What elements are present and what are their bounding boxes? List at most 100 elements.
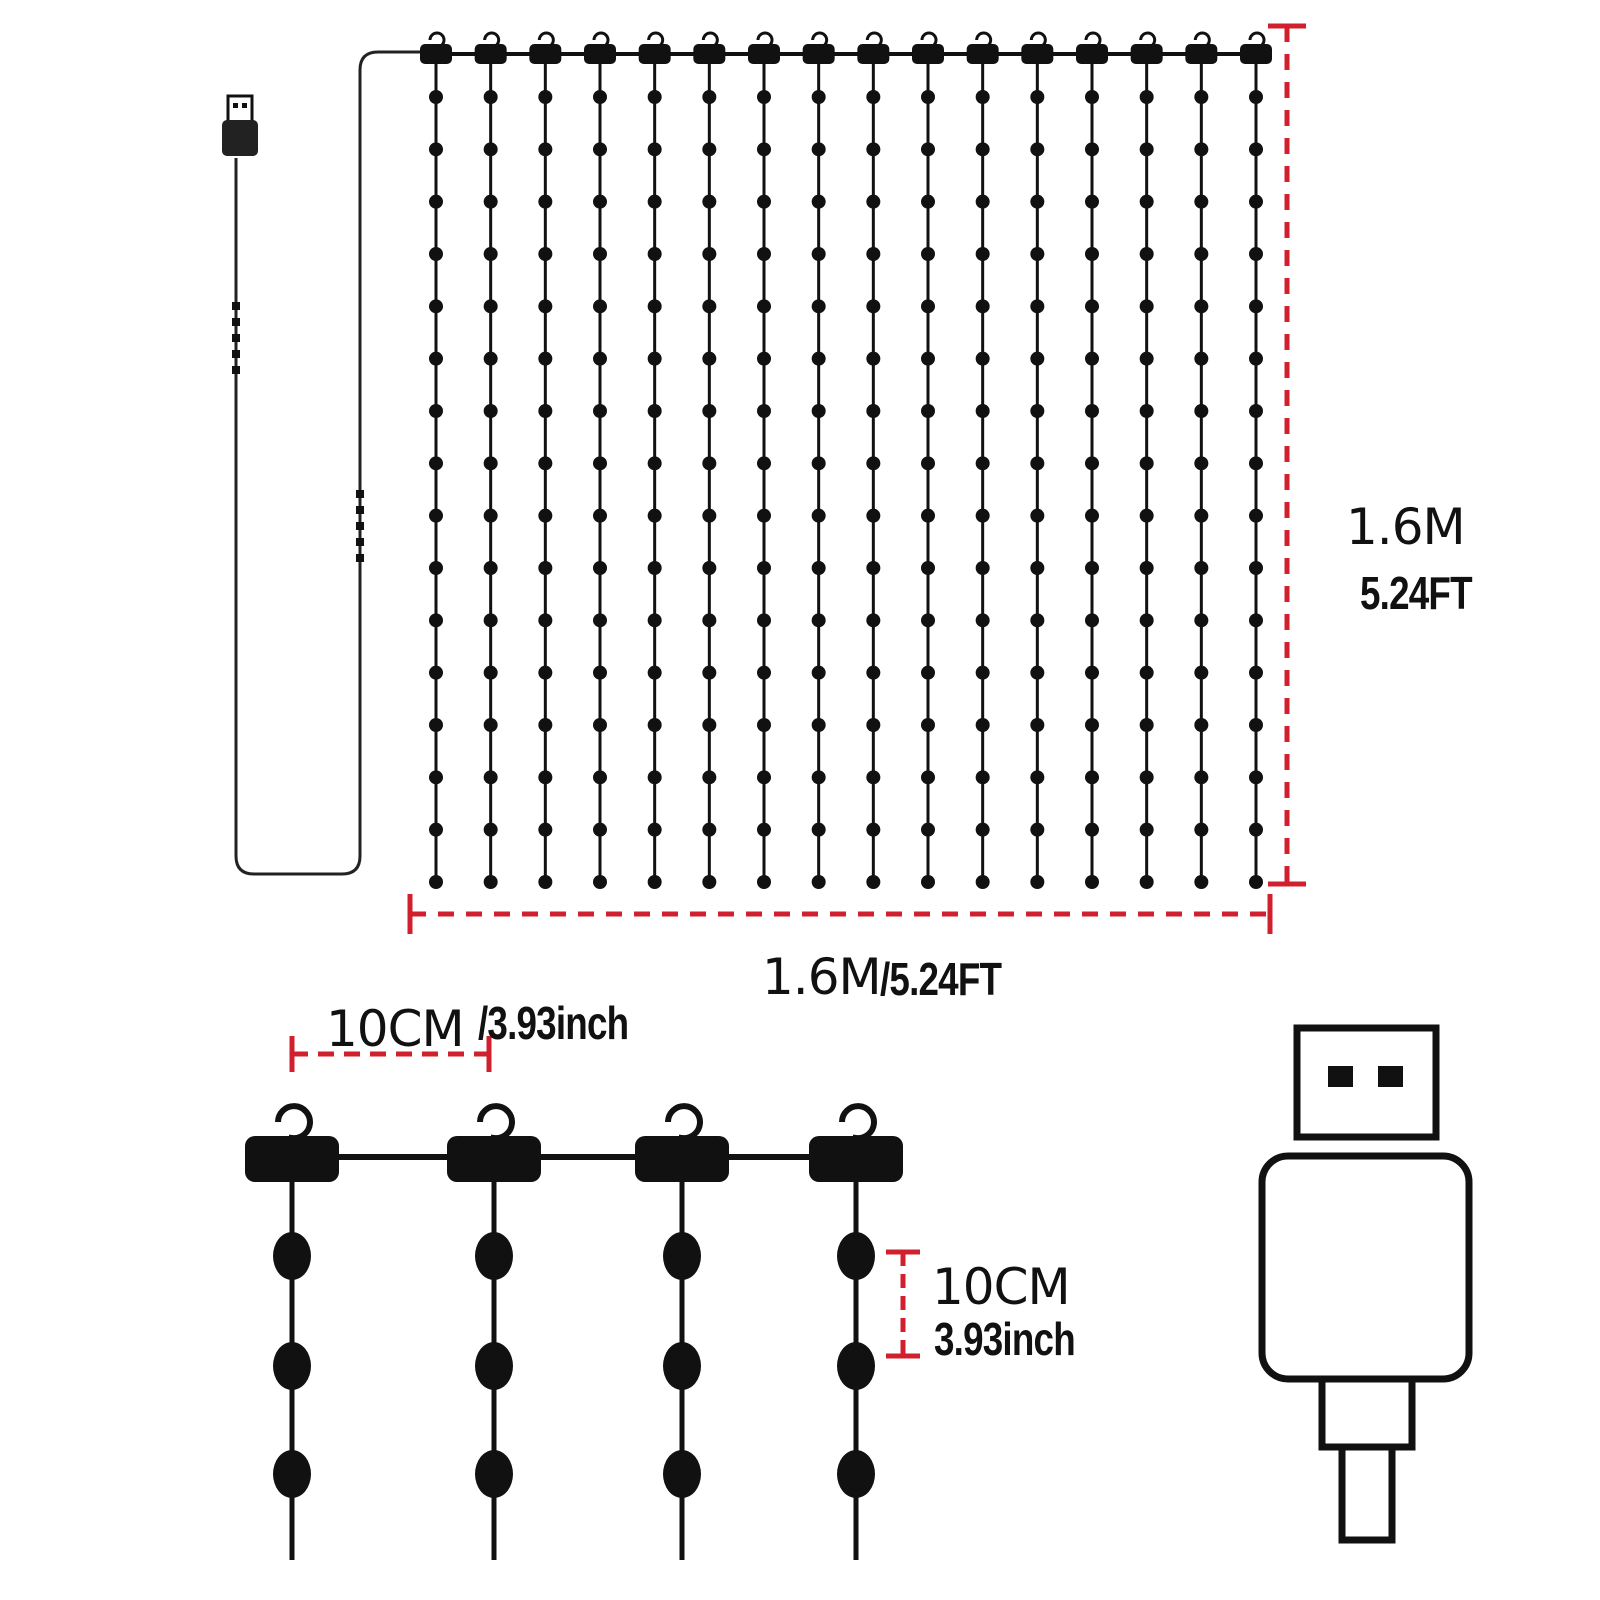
led-bead (811, 875, 826, 889)
led-bead (483, 351, 498, 366)
led-bead (1030, 770, 1045, 785)
led-bead (593, 299, 607, 314)
led-bead (1030, 508, 1045, 523)
light-strand (748, 31, 780, 889)
led-bead (975, 299, 990, 314)
led-bead (647, 247, 662, 261)
led-bead (538, 822, 553, 837)
led-bead (1085, 822, 1099, 837)
light-strand (474, 31, 507, 889)
led-bead (1139, 875, 1154, 889)
led-bead (811, 508, 826, 523)
width-label-feet: /5.24FT (880, 953, 1002, 1005)
led-bead (702, 456, 717, 471)
led-bead (593, 194, 607, 209)
led-bead (921, 351, 935, 366)
led-bead (702, 299, 717, 314)
light-strand (966, 31, 999, 889)
led-bead (1249, 456, 1263, 471)
led-bead (593, 665, 607, 680)
led-bead (647, 822, 662, 837)
led-bead (1249, 561, 1263, 575)
led-bead (483, 299, 498, 314)
led-bead (811, 822, 826, 837)
led-bead (1249, 404, 1263, 418)
led-bead (921, 404, 935, 418)
led-bead (757, 404, 771, 418)
led-bead (757, 665, 771, 680)
led-bead (1139, 142, 1154, 157)
clip-connector (748, 44, 780, 64)
led-bead (1139, 404, 1154, 418)
led-bead (483, 247, 498, 261)
led-bead (837, 1342, 875, 1390)
clip-connector (529, 44, 562, 64)
led-bead (1139, 508, 1154, 523)
led-bead (1030, 247, 1045, 261)
led-bead (647, 456, 662, 471)
led-bead (538, 561, 553, 575)
led-bead (483, 90, 498, 104)
led-bead (1085, 299, 1099, 314)
clip-connector (638, 44, 671, 64)
led-bead (1194, 665, 1209, 680)
led-bead (1194, 247, 1209, 261)
led-bead (811, 665, 826, 680)
led-bead (593, 613, 607, 628)
led-bead (1194, 456, 1209, 471)
led-bead (538, 770, 553, 785)
led-bead (866, 351, 881, 366)
led-bead (538, 404, 553, 418)
led-bead (921, 770, 935, 785)
led-bead (975, 508, 990, 523)
led-bead (757, 351, 771, 366)
led-bead (702, 718, 717, 732)
led-bead (1194, 194, 1209, 209)
led-bead (273, 1232, 311, 1280)
led-bead (483, 508, 498, 523)
led-bead (1030, 142, 1045, 157)
led-bead (811, 613, 826, 628)
led-bead (975, 142, 990, 157)
led-bead (273, 1450, 311, 1498)
detail-strand (447, 1103, 541, 1560)
led-bead (538, 875, 553, 889)
led-bead (921, 90, 935, 104)
clip-connector (809, 1136, 903, 1182)
light-strand (1240, 31, 1272, 889)
led-bead (866, 822, 881, 837)
clip-connector (420, 44, 452, 64)
led-bead (538, 456, 553, 471)
led-bead (538, 613, 553, 628)
led-bead (429, 561, 443, 575)
led-bead (647, 194, 662, 209)
led-bead (429, 247, 443, 261)
led-bead (429, 508, 443, 523)
led-bead (1030, 351, 1045, 366)
cord-break-marks (232, 302, 364, 562)
led-bead (1030, 875, 1045, 889)
led-bead (1194, 613, 1209, 628)
led-bead (429, 613, 443, 628)
led-bead (702, 508, 717, 523)
led-bead (593, 142, 607, 157)
led-bead (647, 299, 662, 314)
clip-connector (635, 1136, 729, 1182)
bead-spacing-label-inch: 3.93inch (934, 1313, 1076, 1365)
clip-connector (1240, 44, 1272, 64)
led-bead (702, 822, 717, 837)
led-bead (1249, 351, 1263, 366)
clip-connector (584, 44, 616, 64)
led-bead (811, 404, 826, 418)
led-bead (429, 299, 443, 314)
clip-connector (474, 44, 507, 64)
led-bead (538, 351, 553, 366)
light-strand (1076, 31, 1108, 889)
light-strand (1185, 31, 1218, 889)
led-bead (429, 351, 443, 366)
clip-connector (447, 1136, 541, 1182)
led-bead (866, 718, 881, 732)
height-dimension (1268, 23, 1306, 887)
led-bead (1139, 90, 1154, 104)
